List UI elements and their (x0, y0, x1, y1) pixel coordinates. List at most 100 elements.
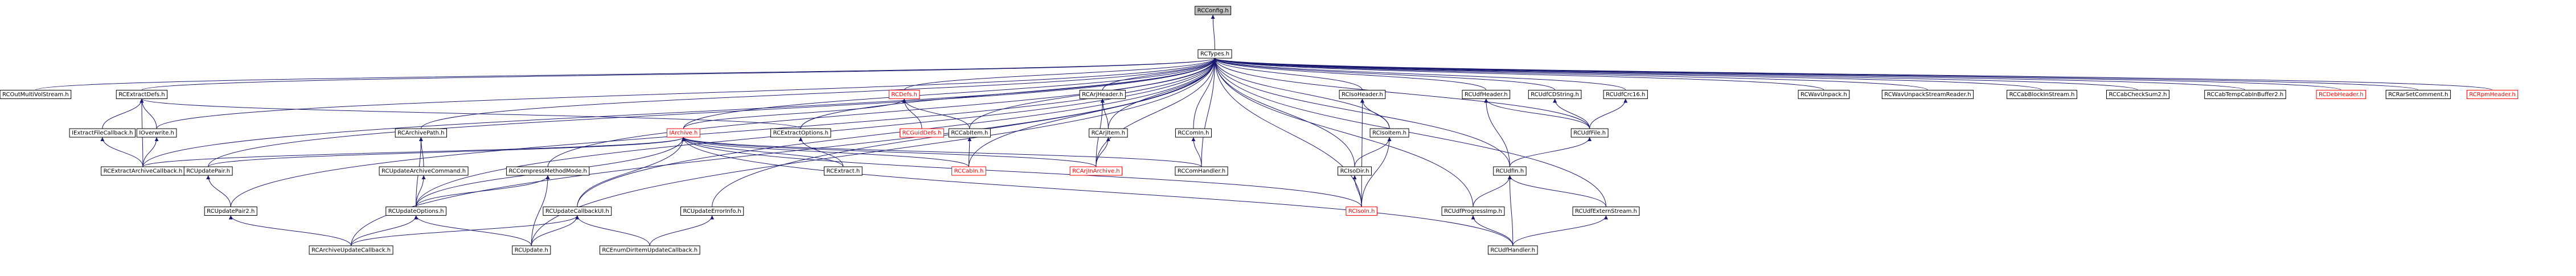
include-edge (681, 137, 969, 167)
node-label: RCDefs.h (891, 92, 917, 98)
include-edge (1354, 137, 1392, 167)
graph-node-rccompressmethodmode[interactable]: RCCompressMethodMode.h (506, 166, 590, 176)
include-edge (35, 57, 1217, 90)
graph-node-rcupdate[interactable]: RCUpdate.h (512, 245, 551, 255)
node-box (1603, 89, 1648, 99)
graph-node-rcudfexternstream[interactable]: RCUdfExternStream.h (1572, 207, 1640, 216)
node-label: RCUpdate.h (515, 247, 548, 253)
graph-node-rcudfhandler[interactable]: RCUdfHandler.h (1488, 245, 1538, 255)
node-label: RCArjInArchive.h (1072, 168, 1119, 175)
include-edge (681, 137, 1513, 246)
graph-node-rccabin[interactable]: RCCabIn.h (951, 166, 986, 176)
graph-node-rccabitem[interactable]: RCCabItem.h (948, 128, 991, 138)
graph-node-ioverwrite[interactable]: IOverwrite.h (136, 128, 177, 138)
include-edge (1213, 58, 1363, 90)
node-label: RCWavUnpack.h (1800, 92, 1847, 98)
graph-node-rccabtempcabinbuffer2[interactable]: RCCabTempCabInBuffer2.h (2204, 89, 2286, 99)
graph-node-rcudfcdstring[interactable]: RCUdfCDString.h (1528, 89, 1582, 99)
graph-node-rccabchecksum2[interactable]: RCCabCheckSum2.h (2106, 89, 2169, 99)
include-edge (1589, 98, 1628, 129)
node-box (1195, 6, 1232, 15)
include-edge (575, 215, 650, 246)
graph-node-rcarjitem[interactable]: RCArjItem.h (1089, 128, 1128, 138)
graph-node-rcextractoptions[interactable]: RCExtractOptions.h (770, 128, 831, 138)
graph-node-rcarjheader[interactable]: RCArjHeader.h (1079, 89, 1126, 99)
graph-node-rcenumdiritemupdatecallback[interactable]: RCEnumDirItemUpdateCallback.h (599, 245, 700, 255)
graph-node-rcudfprogressimp[interactable]: RCUdfProgressImp.h (1441, 207, 1505, 216)
node-label: RCOutMultiVolStream.h (2, 92, 69, 98)
graph-node-rcupdateerrorinfo[interactable]: RCUpdateErrorInfo.h (680, 207, 744, 216)
node-label: RCTypes.h (1200, 51, 1229, 57)
node-box (680, 207, 744, 216)
node-box (1488, 245, 1538, 255)
graph-node-rcupdatepair[interactable]: RCUpdatePair.h (183, 166, 233, 176)
graph-node-rcguiddefs[interactable]: RCGuidDefs.h (900, 128, 944, 138)
node-box (1528, 89, 1582, 99)
graph-node-rcisoitem[interactable]: RCIsoItem.h (1369, 128, 1409, 138)
include-edge (1213, 57, 1556, 90)
graph-node-rcarjinarchive[interactable]: RCArjInArchive.h (1069, 166, 1123, 176)
graph-node-rcwavunpackstreamreader[interactable]: RCWavUnpackStreamReader.h (1881, 89, 1974, 99)
graph-node-rcarchiveupdatecallback[interactable]: RCArchiveUpdateCallback.h (309, 245, 393, 255)
graph-node-rcupdatepair2[interactable]: RCUpdatePair2.h (204, 207, 257, 216)
graph-node-rcupdateoptions[interactable]: RCUpdateOptions.h (385, 207, 447, 216)
node-label: RCGuidDefs.h (903, 130, 942, 137)
graph-node-rcconfig: RCConfig.h (1195, 6, 1232, 15)
graph-node-rcisoin[interactable]: RCIsoIn.h (1346, 207, 1377, 216)
node-label: RCUdfHeader.h (1465, 92, 1508, 98)
graph-node-rcisoheader[interactable]: RCIsoHeader.h (1339, 89, 1386, 99)
include-edge (1213, 57, 2246, 90)
node-label: RCArchivePath.h (397, 130, 444, 137)
node-label: RCIsoIn.h (1348, 208, 1375, 215)
node-box (1069, 166, 1123, 176)
graph-node-iarchive[interactable]: IArchive.h (666, 128, 700, 138)
include-edge (1508, 175, 1607, 207)
node-label: RCExtractArchiveCallback.h (104, 168, 183, 175)
graph-node-rcarchivepath[interactable]: RCArchivePath.h (395, 128, 448, 138)
graph-node-rcudfin[interactable]: RCUdfIn.h (1493, 166, 1527, 176)
graph-node-rcwavunpack[interactable]: RCWavUnpack.h (1798, 89, 1850, 99)
graph-node-rcextract[interactable]: RCExtract.h (823, 166, 863, 176)
graph-node-rcudffile[interactable]: RCUdfFile.h (1570, 128, 1609, 138)
include-edge (416, 175, 426, 207)
node-label: RCUdfFile.h (1573, 130, 1606, 137)
node-label: RCCabItem.h (951, 130, 988, 137)
graph-node-rcrpmheader[interactable]: RCRpmHeader.h (2466, 89, 2518, 99)
node-box (1570, 128, 1609, 138)
node-label: RCComIn.h (1178, 130, 1209, 137)
node-box (116, 89, 168, 99)
graph-node-rccomin[interactable]: RCComIn.h (1175, 128, 1212, 138)
include-edge (1360, 98, 1390, 129)
include-edge (1507, 175, 1513, 246)
include-edge (683, 98, 906, 129)
node-label: RCCabIn.h (954, 168, 984, 175)
graph-node-iextractfilecallback[interactable]: IExtractFileCallback.h (69, 128, 136, 138)
graph-node-rcextractarchivecallback[interactable]: RCExtractArchiveCallback.h (101, 166, 185, 176)
include-edge (1213, 58, 1590, 129)
node-label: RCConfig.h (1197, 8, 1229, 14)
include-edge (1213, 58, 1355, 167)
include-edge (1213, 57, 1824, 90)
graph-node-rccabblockinstream[interactable]: RCCabBlockInStream.h (2007, 89, 2078, 99)
node-box (69, 128, 136, 138)
graph-node-rcrarsetcomment[interactable]: RCRarSetComment.h (2385, 89, 2451, 99)
include-edge (1484, 98, 1590, 129)
graph-node-rcudfheader[interactable]: RCUdfHeader.h (1462, 89, 1511, 99)
graph-node-rcoutmultivolstream[interactable]: RCOutMultiVolStream.h (0, 89, 72, 99)
graph-node-rcudfcrc16[interactable]: RCUdfCrc16.h (1603, 89, 1648, 99)
graph-node-rcupdatearchivecommand[interactable]: RCUpdateArchiveCommand.h (379, 166, 469, 176)
graph-node-rcdebheader[interactable]: RCDebHeader.h (2316, 89, 2366, 99)
graph-node-rctypes[interactable]: RCTypes.h (1197, 49, 1232, 59)
graph-node-rcextractdefs[interactable]: RCExtractDefs.h (116, 89, 168, 99)
graph-node-rccomhandler[interactable]: RCComHandler.h (1175, 166, 1228, 176)
graph-node-rcisodir[interactable]: RCIsoDir.h (1338, 166, 1372, 176)
include-edge (230, 58, 1217, 207)
node-box (1175, 128, 1212, 138)
graph-node-rcdefs[interactable]: RCDefs.h (888, 89, 920, 99)
node-label: RCUpdateArchiveCommand.h (382, 168, 466, 175)
node-box (1339, 89, 1386, 99)
node-box (1369, 128, 1409, 138)
node-box (395, 128, 448, 138)
include-edge (1512, 215, 1608, 246)
graph-node-rcupdatecallbackui[interactable]: RCUpdateCallbackUI.h (543, 207, 612, 216)
